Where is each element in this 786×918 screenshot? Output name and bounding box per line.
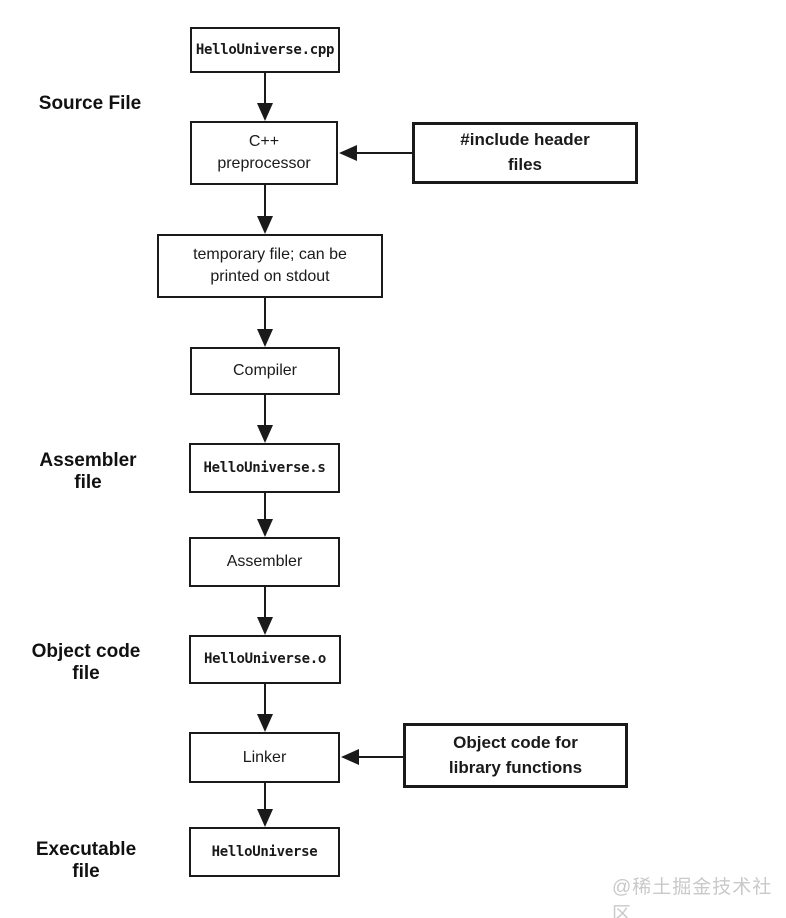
stage-label-executable-file: Executable file xyxy=(35,839,137,882)
stage-label-source-file: Source File xyxy=(38,93,142,114)
node-object-code-library: Object code for library functions xyxy=(403,723,628,788)
stage-label-assembler-file: Assembler file xyxy=(39,450,137,493)
node-label: HelloUniverse.cpp xyxy=(195,41,335,58)
node-object-o-file: HelloUniverse.o xyxy=(189,635,341,684)
node-label: #include header files xyxy=(460,130,590,174)
node-temporary-file: temporary file; can be printed on stdout xyxy=(157,234,383,298)
node-label: HelloUniverse.s xyxy=(203,459,326,476)
node-cpp-preprocessor: C++ preprocessor xyxy=(190,121,338,185)
node-label: HelloUniverse.o xyxy=(204,651,326,668)
node-executable-file: HelloUniverse xyxy=(189,827,340,877)
node-label: C++ preprocessor xyxy=(217,133,311,172)
node-label: Linker xyxy=(242,748,287,766)
node-label: Assembler xyxy=(226,553,303,571)
node-label: Object code for library functions xyxy=(448,732,583,777)
node-assembler-s-file: HelloUniverse.s xyxy=(189,443,340,493)
node-label: Compiler xyxy=(232,362,297,380)
node-source-cpp-file: HelloUniverse.cpp xyxy=(190,27,340,73)
watermark-text: @稀土掘金技术社区 xyxy=(612,877,773,918)
node-label: temporary file; can be printed on stdout xyxy=(193,246,347,285)
node-linker: Linker xyxy=(189,732,340,783)
node-include-header-files: #include header files xyxy=(412,122,638,184)
stage-label-object-code-file: Object code file xyxy=(31,641,141,684)
node-label: HelloUniverse xyxy=(211,843,318,860)
node-assembler: Assembler xyxy=(189,537,340,587)
node-compiler: Compiler xyxy=(190,347,340,395)
